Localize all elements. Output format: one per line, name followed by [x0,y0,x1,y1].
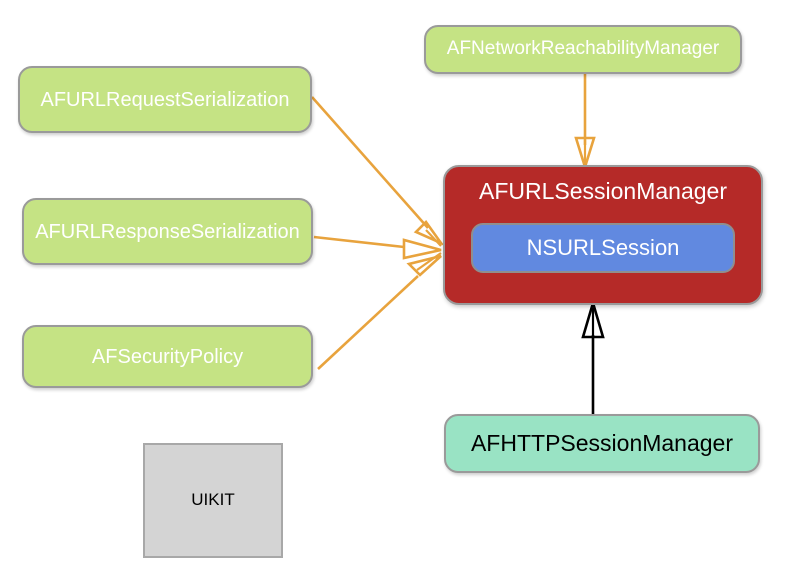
edge-reachability-manager-to-session-manager [574,74,596,172]
node-uikit[interactable]: UIKIT [143,443,283,558]
edge-http-session-manager-inherits-session-manager [581,298,605,414]
node-label: AFNetworkReachabilityManager [446,38,720,60]
edge-security-policy-to-session-manager [317,252,442,370]
node-nsurlsession[interactable]: NSURLSession [471,223,735,273]
node-label: AFSecurityPolicy [91,345,244,368]
node-afnetworkreachabilitymanager[interactable]: AFNetworkReachabilityManager [424,25,742,74]
node-afhttpsessionmanager[interactable]: AFHTTPSessionManager [444,414,760,473]
node-afsecuritypolicy[interactable]: AFSecurityPolicy [22,325,313,388]
node-label: AFHTTPSessionManager [470,429,734,456]
node-afurlresponseserialization[interactable]: AFURLResponseSerialization [22,198,313,265]
node-label: UIKIT [191,490,235,510]
edge-response-serialization-to-session-manager [313,235,442,260]
node-afurlsessionmanager[interactable]: AFURLSessionManager NSURLSession [443,165,763,305]
node-label: AFURLResponseSerialization [35,220,300,243]
node-label: AFURLSessionManager [478,178,727,204]
node-afurlrequestserialization[interactable]: AFURLRequestSerialization [18,66,312,133]
node-label: NSURLSession [526,234,680,260]
node-label: AFURLRequestSerialization [40,88,290,111]
edge-request-serialization-to-session-manager [311,96,445,247]
